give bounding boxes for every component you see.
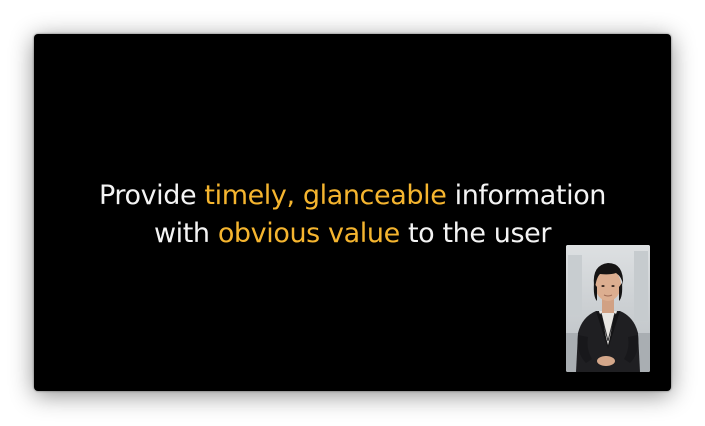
headline-line-1: Provide timely, glanceable information [34, 177, 671, 215]
line1-suffix: information [446, 180, 607, 211]
line1-text: Provide [98, 180, 205, 211]
presenter-video-thumbnail [566, 245, 650, 372]
video-player[interactable]: Provide timely, glanceable information w… [34, 34, 671, 391]
presenter-image [566, 245, 650, 372]
line2-highlight: obvious value [217, 218, 400, 249]
line1-highlight: timely, glanceable [204, 180, 447, 211]
line2-text: with [153, 218, 218, 249]
headline-line-2: with obvious value to the user [34, 215, 671, 253]
line2-suffix: to the user [399, 218, 552, 249]
slide-headline: Provide timely, glanceable information w… [34, 177, 671, 253]
